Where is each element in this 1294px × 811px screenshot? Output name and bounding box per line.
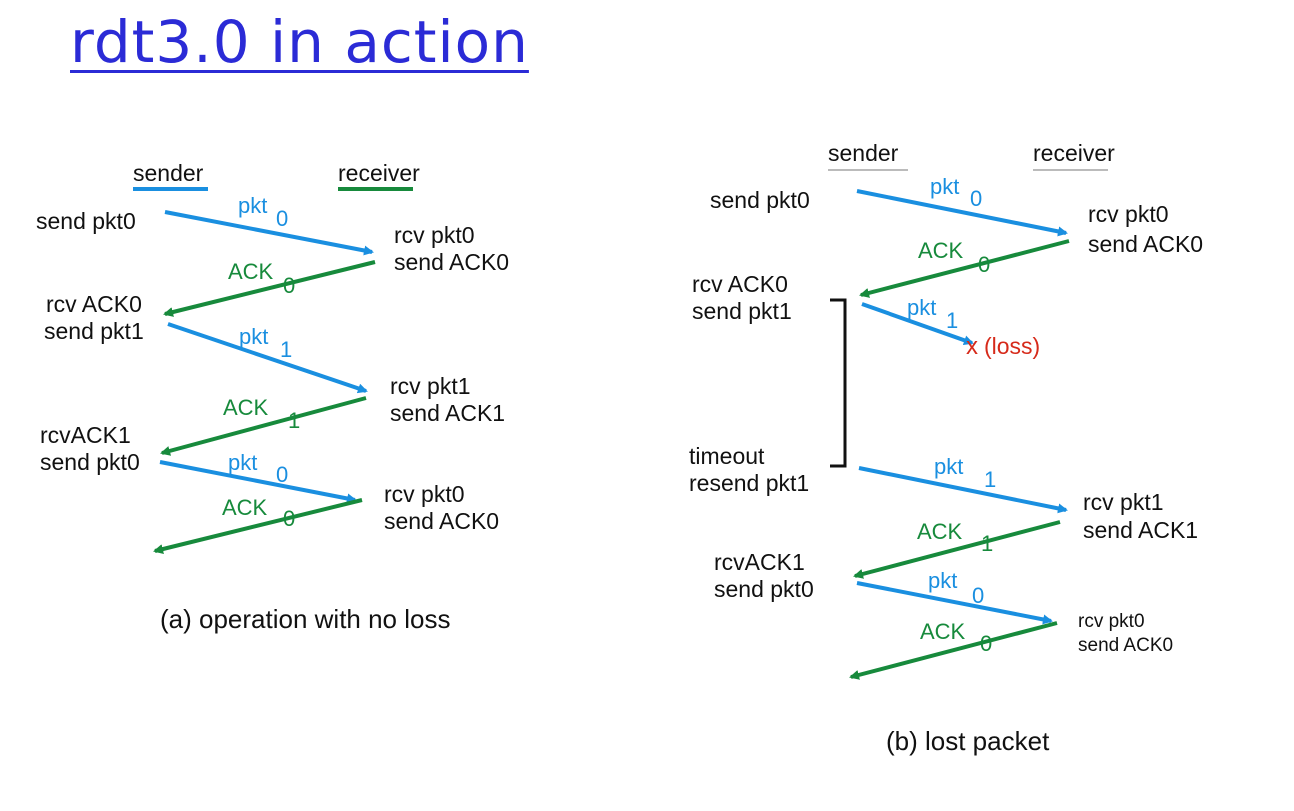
panel-a-sender-event: send pkt1 bbox=[44, 318, 144, 344]
panel-b-sender-event: send pkt0 bbox=[714, 576, 814, 602]
panel-b-receiver-event: send ACK0 bbox=[1078, 635, 1173, 656]
panel-a-sender-event: rcvACK1 bbox=[40, 422, 131, 448]
panel-b-receiver-header: receiver bbox=[1033, 140, 1115, 166]
panel-a-receiver-header: receiver bbox=[338, 160, 420, 186]
panel-a-msg-label: ACK bbox=[222, 495, 268, 520]
panel-b-msg-seq: 0 bbox=[978, 252, 990, 277]
panel-b-msg-seq: 1 bbox=[946, 308, 958, 333]
panel-b-msg-seq: 0 bbox=[972, 583, 984, 608]
panel-b-msg-label: ACK bbox=[918, 238, 964, 263]
panel-a-sender-event: rcv ACK0 bbox=[46, 291, 142, 317]
panel-a-pkt1-arrow bbox=[167, 322, 368, 394]
panel-a-receiver-event: rcv pkt0 bbox=[384, 481, 465, 507]
panel-b-receiver-event: rcv pkt0 bbox=[1078, 611, 1145, 632]
panel-b-msg-seq: 0 bbox=[980, 631, 992, 656]
timeout-bracket bbox=[830, 298, 847, 468]
panel-b-msg-label: ACK bbox=[917, 519, 963, 544]
panel-a-msg-seq: 0 bbox=[276, 462, 288, 487]
panel-b-msg-label: pkt bbox=[928, 568, 957, 593]
panel-a-msg-seq: 0 bbox=[276, 206, 288, 231]
panel-b-msg-label: pkt bbox=[907, 295, 936, 320]
panel-b-pkt1-lost-arrow bbox=[861, 302, 974, 346]
slide-title: rdt3.0 in action bbox=[70, 8, 529, 76]
panel-a-sender-event: send pkt0 bbox=[36, 208, 136, 234]
panel-a-ack1-arrow bbox=[160, 396, 367, 456]
panel-a-msg-seq: 1 bbox=[288, 408, 300, 433]
panel-a-ack0-arrow bbox=[163, 260, 376, 317]
panel-a-msg-label: pkt bbox=[239, 324, 268, 349]
panel-b-sender-event: resend pkt1 bbox=[689, 470, 809, 496]
panel-b-caption: (b) lost packet bbox=[886, 726, 1050, 756]
panel-a-sender-event: send pkt0 bbox=[40, 449, 140, 475]
panel-b-pkt0-second-arrow bbox=[856, 581, 1053, 625]
panel-a-msg-seq: 0 bbox=[283, 273, 295, 298]
panel-b-sender-event: rcv ACK0 bbox=[692, 271, 788, 297]
panel-a-msg-seq: 0 bbox=[283, 506, 295, 531]
panel-a-caption: (a) operation with no loss bbox=[160, 604, 450, 634]
panel-a-msg-label: ACK bbox=[223, 395, 269, 420]
panel-a-msg-label: pkt bbox=[238, 193, 267, 218]
panel-b-receiver-event: rcv pkt1 bbox=[1083, 489, 1164, 515]
panel-b-sender-event: rcvACK1 bbox=[714, 549, 805, 575]
panel-b-ack1-arrow bbox=[853, 520, 1061, 579]
panel-a-receiver-event: send ACK0 bbox=[394, 249, 509, 275]
panel-b-sender-event: send pkt0 bbox=[710, 187, 810, 213]
panel-a-msg-seq: 1 bbox=[280, 337, 292, 362]
panel-a-pkt0-arrow bbox=[164, 210, 374, 256]
panel-a-pkt0-second-arrow bbox=[159, 460, 357, 504]
panel-a-sender-header: sender bbox=[133, 160, 204, 186]
panel-b-sender-event: send pkt1 bbox=[692, 298, 792, 324]
panel-b-pkt1-resend-arrow bbox=[858, 466, 1068, 514]
panel-a: sender receiver send pkt0 rcv ACK0 send … bbox=[36, 160, 509, 634]
panel-b-sender-event: timeout bbox=[689, 443, 765, 469]
panel-a-receiver-event: rcv pkt0 bbox=[394, 222, 475, 248]
panel-b-receiver-event: rcv pkt0 bbox=[1088, 201, 1169, 227]
panel-b-msg-seq: 0 bbox=[970, 186, 982, 211]
panel-b-msg-label: pkt bbox=[930, 174, 959, 199]
panel-a-msg-label: pkt bbox=[228, 450, 257, 475]
panel-b-msg-label: ACK bbox=[920, 619, 966, 644]
panel-a-receiver-event: rcv pkt1 bbox=[390, 373, 471, 399]
panel-b-receiver-event: send ACK1 bbox=[1083, 517, 1198, 543]
panel-a-msg-label: ACK bbox=[228, 259, 274, 284]
loss-x-marker: x bbox=[966, 333, 978, 360]
panel-a-ack0-second-arrow bbox=[153, 498, 363, 554]
panel-b-msg-seq: 1 bbox=[981, 531, 993, 556]
panel-a-receiver-event: send ACK1 bbox=[390, 400, 505, 426]
panel-b-ack0-arrow bbox=[859, 239, 1070, 298]
panel-b-msg-label: pkt bbox=[934, 454, 963, 479]
panel-b-sender-header: sender bbox=[828, 140, 899, 166]
panel-b-receiver-event: send ACK0 bbox=[1088, 231, 1203, 257]
panel-b-ack0-second-arrow bbox=[849, 621, 1058, 680]
loss-label: (loss) bbox=[984, 333, 1040, 359]
panel-b-msg-seq: 1 bbox=[984, 467, 996, 492]
panel-b: sender receiver send pkt0 rcv ACK0 send … bbox=[689, 140, 1203, 756]
panel-b-pkt0-arrow bbox=[856, 189, 1068, 237]
panel-a-receiver-event: send ACK0 bbox=[384, 508, 499, 534]
